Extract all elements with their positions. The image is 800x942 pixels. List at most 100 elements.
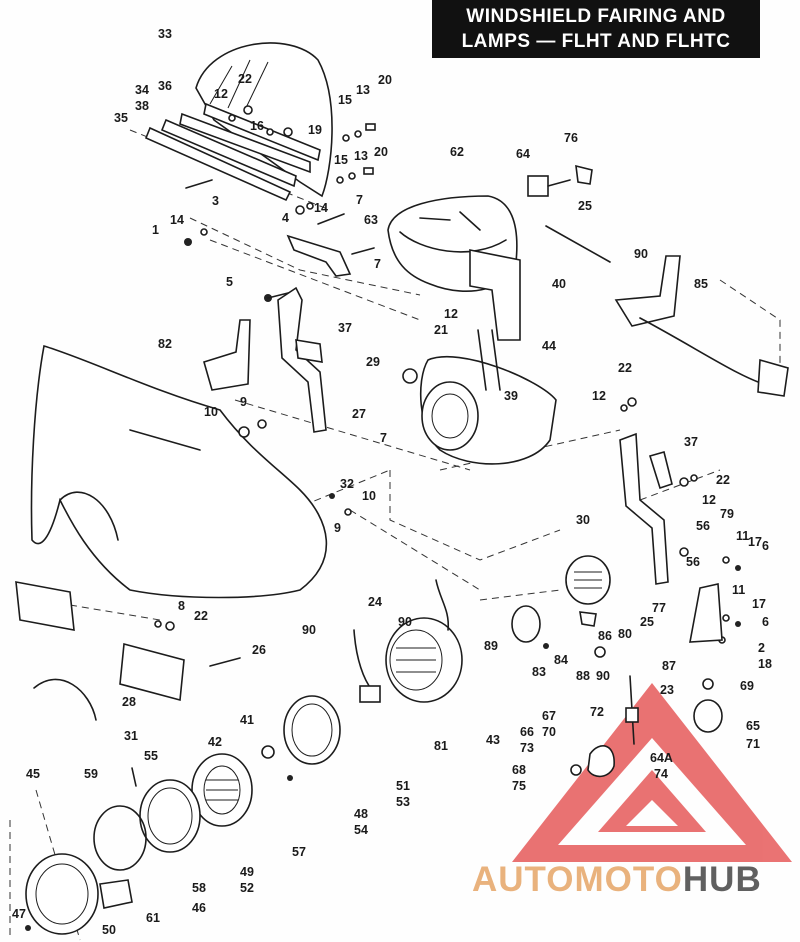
part-label: 29 xyxy=(366,355,380,369)
watermark-wordmark: AUTOMOTOHUB xyxy=(472,860,762,900)
part-label: 12 xyxy=(214,87,228,101)
part-label: 42 xyxy=(208,735,222,749)
part-label: 69 xyxy=(740,679,754,693)
part-label: 36 xyxy=(158,79,172,93)
part-label: 4 xyxy=(282,211,289,225)
part-label: 70 xyxy=(542,725,556,739)
part-label: 88 xyxy=(576,669,590,683)
part-label: 47 xyxy=(12,907,26,921)
mount-bracket-left xyxy=(277,286,327,433)
part-label: 14 xyxy=(170,213,184,227)
part-label: 82 xyxy=(158,337,172,351)
part-label: 83 xyxy=(532,665,546,679)
part-label: 48 xyxy=(354,807,368,821)
part-label: 61 xyxy=(146,911,160,925)
part-label: 86 xyxy=(598,629,612,643)
part-label: 21 xyxy=(434,323,448,337)
turn-signal-lamp xyxy=(570,675,723,778)
part-label: 62 xyxy=(450,145,464,159)
part-label: 85 xyxy=(694,277,708,291)
part-label: 76 xyxy=(564,131,578,145)
part-label: 46 xyxy=(192,901,206,915)
part-label: 64A xyxy=(650,751,673,765)
part-label: 18 xyxy=(758,657,772,671)
part-label: 6 xyxy=(762,539,769,553)
part-label: 15 xyxy=(338,93,352,107)
part-label: 9 xyxy=(334,521,341,535)
part-label: 13 xyxy=(354,149,368,163)
part-label: 2 xyxy=(758,641,765,655)
part-label: 56 xyxy=(696,519,710,533)
bracket-82 xyxy=(203,319,251,391)
part-label: 63 xyxy=(364,213,378,227)
part-label: 26 xyxy=(252,643,266,657)
part-label: 11 xyxy=(736,529,749,543)
part-label: 51 xyxy=(396,779,410,793)
part-label: 66 xyxy=(520,725,534,739)
part-label: 7 xyxy=(356,193,363,207)
part-number-labels: 33 22 12 36 34 38 35 16 19 15 13 20 15 1… xyxy=(12,27,772,937)
part-label: 17 xyxy=(748,535,762,549)
part-label: 12 xyxy=(444,307,458,321)
part-label: 80 xyxy=(618,627,632,641)
part-label: 87 xyxy=(662,659,676,673)
mount-bracket-right xyxy=(619,432,673,585)
part-label: 45 xyxy=(26,767,40,781)
part-label: 90 xyxy=(398,615,412,629)
part-label: 41 xyxy=(240,713,254,727)
headlamp-housing xyxy=(402,329,557,465)
part-label: 81 xyxy=(434,739,448,753)
part-label: 19 xyxy=(308,123,322,137)
part-label: 17 xyxy=(752,597,766,611)
part-label: 24 xyxy=(368,595,382,609)
headlamp xyxy=(353,579,463,703)
watermark-part-auto: AUTO xyxy=(472,860,575,899)
small-fasteners xyxy=(184,105,376,302)
bracket-63 xyxy=(286,234,352,277)
part-label: 55 xyxy=(144,749,158,763)
part-label: 74 xyxy=(654,767,668,781)
part-label: 57 xyxy=(292,845,306,859)
part-label: 79 xyxy=(720,507,734,521)
part-label: 25 xyxy=(578,199,592,213)
part-label: 53 xyxy=(396,795,410,809)
watermark-logo-triangle xyxy=(512,683,792,862)
pass-lamp xyxy=(511,555,611,649)
part-label: 77 xyxy=(652,601,666,615)
headlamp-trim-ring xyxy=(261,695,341,781)
part-label: 12 xyxy=(592,389,606,403)
part-label: 11 xyxy=(732,583,745,597)
part-label: 43 xyxy=(486,733,500,747)
part-label: 58 xyxy=(192,881,206,895)
part-label: 40 xyxy=(552,277,566,291)
part-label: 52 xyxy=(240,881,254,895)
part-label: 64 xyxy=(516,147,530,161)
part-label: 44 xyxy=(542,339,556,353)
part-label: 54 xyxy=(354,823,368,837)
part-label: 68 xyxy=(512,763,526,777)
part-label: 23 xyxy=(660,683,674,697)
part-label: 34 xyxy=(135,83,149,97)
outer-fairing-shell xyxy=(30,344,328,599)
spot-lamp-assembly xyxy=(25,753,253,935)
diagram-title-block: WINDSHIELD FAIRING AND LAMPS — FLHT AND … xyxy=(432,0,760,58)
inner-fairing xyxy=(387,195,521,341)
part-label: 20 xyxy=(374,145,388,159)
part-label: 25 xyxy=(640,615,654,629)
part-label: 15 xyxy=(334,153,348,167)
part-label: 12 xyxy=(702,493,716,507)
part-label: 8 xyxy=(178,599,185,613)
part-label: 7 xyxy=(374,257,381,271)
part-label: 6 xyxy=(762,615,769,629)
part-label: 10 xyxy=(204,405,218,419)
part-label: 49 xyxy=(240,865,254,879)
part-label: 22 xyxy=(194,609,208,623)
part-label: 10 xyxy=(362,489,376,503)
fairing-panels xyxy=(15,581,241,721)
right-fasteners xyxy=(131,397,741,787)
part-label: 3 xyxy=(212,194,219,208)
part-label: 59 xyxy=(84,767,98,781)
part-label: 9 xyxy=(240,395,247,409)
part-label: 31 xyxy=(124,729,138,743)
